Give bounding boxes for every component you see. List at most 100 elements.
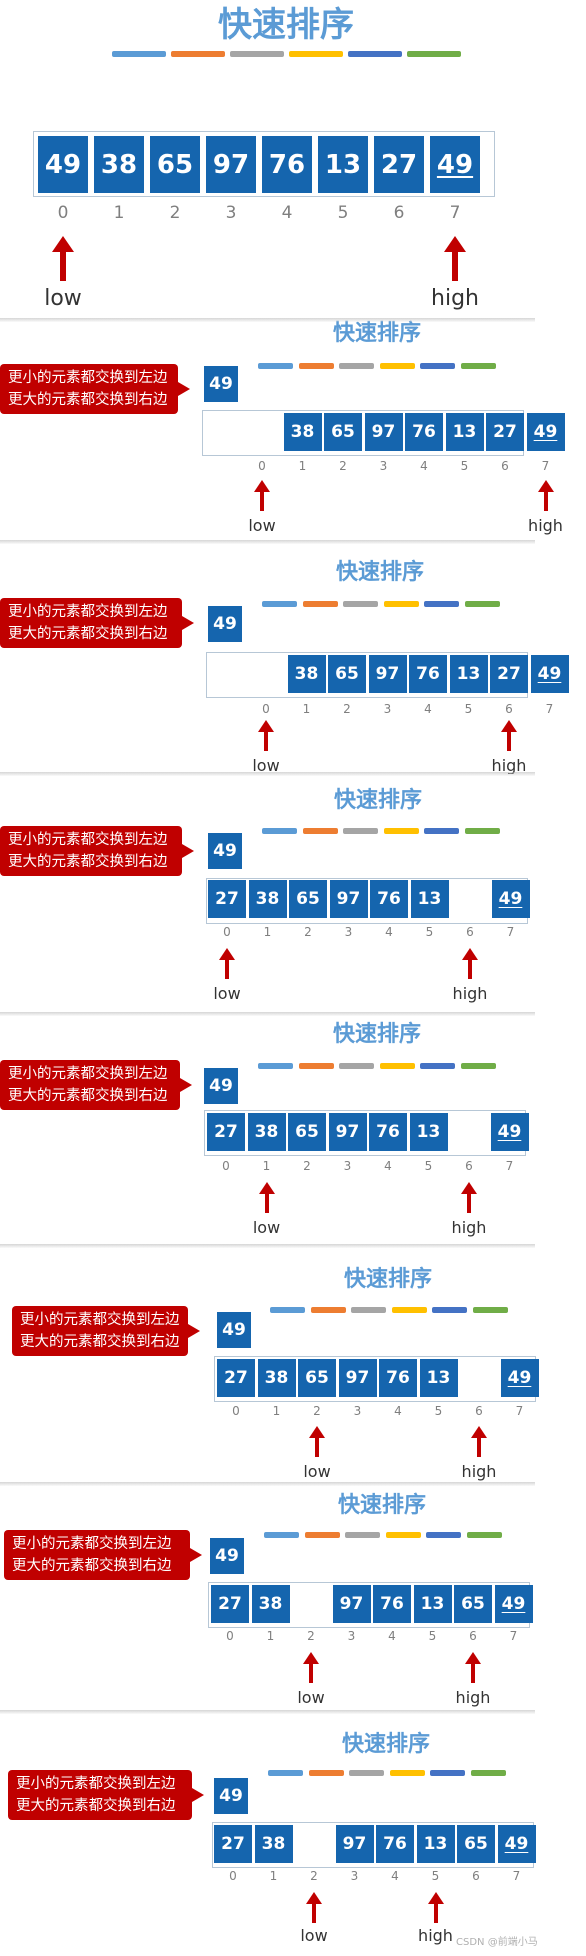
high-pointer-label: high bbox=[431, 286, 479, 311]
array-cell: 27 bbox=[211, 1585, 249, 1623]
array-cell: 13 bbox=[318, 136, 368, 193]
title-stripe bbox=[420, 363, 455, 369]
cell-value: 13 bbox=[324, 149, 362, 180]
array-cell: 13 bbox=[413, 1585, 452, 1623]
cell-value: 97 bbox=[339, 1593, 364, 1614]
cell-value: 97 bbox=[371, 421, 396, 442]
index-label: 6 bbox=[469, 1629, 477, 1643]
cell-value: 27 bbox=[497, 663, 521, 684]
frame-separator bbox=[0, 1012, 535, 1016]
swap-rule-callout: 更小的元素都交换到左边更大的元素都交换到右边 bbox=[0, 826, 194, 876]
array-cell: 97 bbox=[332, 1585, 371, 1623]
array-cell bbox=[460, 1359, 498, 1397]
index-label: 1 bbox=[263, 925, 272, 939]
title-stripe bbox=[391, 1307, 427, 1313]
low-pointer-label: low bbox=[252, 756, 280, 775]
swap-rule-callout: 更小的元素都交换到左边更大的元素都交换到右边 bbox=[0, 598, 194, 648]
frame-title: 快速排序 bbox=[218, 5, 354, 45]
array-cell: 13 bbox=[449, 655, 488, 693]
swap-rule-callout: 更小的元素都交换到左边更大的元素都交换到右边 bbox=[4, 1530, 202, 1580]
index-label: 2 bbox=[304, 925, 312, 939]
swap-rule-callout: 更小的元素都交换到左边更大的元素都交换到右边 bbox=[12, 1306, 200, 1356]
index-label: 5 bbox=[424, 1159, 433, 1173]
pivot-cell: 49 bbox=[214, 1778, 248, 1814]
low-pointer-shaft bbox=[309, 1663, 313, 1683]
cell-value: 27 bbox=[493, 421, 517, 442]
high-pointer-shaft bbox=[471, 1663, 475, 1683]
high-pointer-label: high bbox=[451, 1218, 487, 1237]
array-cell: 76 bbox=[262, 136, 312, 193]
callout-line: 更小的元素都交换到左边 bbox=[16, 1776, 176, 1792]
low-pointer-shaft bbox=[264, 731, 268, 751]
index-label: 3 bbox=[350, 1869, 359, 1883]
low-pointer-label: low bbox=[252, 1218, 281, 1237]
low-pointer-label: low bbox=[297, 1688, 325, 1707]
title-stripe bbox=[430, 1770, 465, 1776]
callout-line: 更小的元素都交换到左边 bbox=[12, 1536, 172, 1552]
cell-value: 76 bbox=[386, 1367, 410, 1388]
array-cell: 97 bbox=[206, 136, 256, 193]
low-pointer-shaft bbox=[60, 251, 66, 281]
cell-value: 13 bbox=[420, 1593, 445, 1614]
array-cell: 97 bbox=[328, 1113, 367, 1151]
high-pointer-arrowhead bbox=[462, 948, 478, 960]
title-stripe bbox=[345, 1532, 380, 1538]
high-pointer-label: high bbox=[461, 1462, 497, 1481]
array-cell: 76 bbox=[376, 1825, 414, 1863]
pivot-cell: 49 bbox=[204, 366, 238, 402]
cell-value: 38 bbox=[264, 1367, 289, 1388]
low-pointer-label: low bbox=[248, 516, 276, 535]
cell-value: 97 bbox=[345, 1367, 370, 1388]
cell-value: 65 bbox=[156, 149, 194, 180]
title-stripe bbox=[258, 363, 293, 369]
title-stripe bbox=[302, 601, 338, 607]
frame-title: 快速排序 bbox=[344, 1267, 433, 1292]
title-stripe bbox=[349, 1770, 384, 1776]
title-stripe bbox=[466, 1532, 502, 1538]
array-cell: 65 bbox=[298, 1359, 336, 1397]
frame-separator bbox=[0, 772, 535, 776]
array-cell: 38 bbox=[251, 1585, 290, 1623]
callout-line: 更大的元素都交换到右边 bbox=[8, 392, 168, 408]
frame-separator bbox=[0, 1244, 535, 1248]
title-stripe bbox=[339, 363, 374, 369]
array-cell bbox=[451, 880, 489, 918]
array-cell: 97 bbox=[364, 413, 403, 451]
low-pointer-arrowhead bbox=[258, 1182, 275, 1194]
callout-line: 更小的元素都交换到左边 bbox=[8, 370, 168, 386]
high-pointer-arrowhead bbox=[537, 480, 554, 492]
cell-value: 97 bbox=[335, 1121, 360, 1142]
index-label: 3 bbox=[343, 1159, 352, 1173]
array-cell bbox=[292, 1585, 330, 1623]
cell-value: 49 bbox=[436, 149, 474, 180]
cell-value: 76 bbox=[376, 1121, 400, 1142]
low-pointer-arrowhead bbox=[303, 1652, 319, 1664]
low-pointer-shaft bbox=[260, 491, 264, 511]
pivot-value: 49 bbox=[219, 1785, 243, 1806]
callout-line: 更小的元素都交换到左边 bbox=[8, 1066, 168, 1082]
high-pointer-shaft bbox=[543, 491, 548, 511]
array-cell: 49 bbox=[530, 655, 569, 693]
array-cell: 38 bbox=[94, 136, 144, 193]
title-stripe bbox=[383, 828, 419, 834]
pivot-cell: 49 bbox=[208, 833, 242, 869]
high-pointer-shaft bbox=[468, 959, 472, 979]
index-label: 1 bbox=[272, 1404, 281, 1418]
title-stripe bbox=[270, 1307, 305, 1313]
index-label: 0 bbox=[232, 1404, 240, 1418]
high-pointer-arrowhead bbox=[461, 1182, 477, 1194]
index-label: 4 bbox=[388, 1629, 396, 1643]
title-stripe bbox=[464, 828, 500, 834]
frame-separator bbox=[0, 318, 535, 322]
array-cell bbox=[243, 413, 281, 451]
pivot-value: 49 bbox=[209, 1075, 233, 1096]
cell-value: 49 bbox=[533, 421, 558, 442]
low-pointer-arrowhead bbox=[258, 720, 274, 732]
cell-value: 76 bbox=[416, 663, 440, 684]
index-label: 2 bbox=[343, 702, 351, 716]
array-cell: 13 bbox=[416, 1825, 455, 1863]
array-cell: 76 bbox=[373, 1585, 411, 1623]
array-cell: 27 bbox=[207, 1113, 245, 1151]
pivot-value: 49 bbox=[209, 373, 233, 394]
